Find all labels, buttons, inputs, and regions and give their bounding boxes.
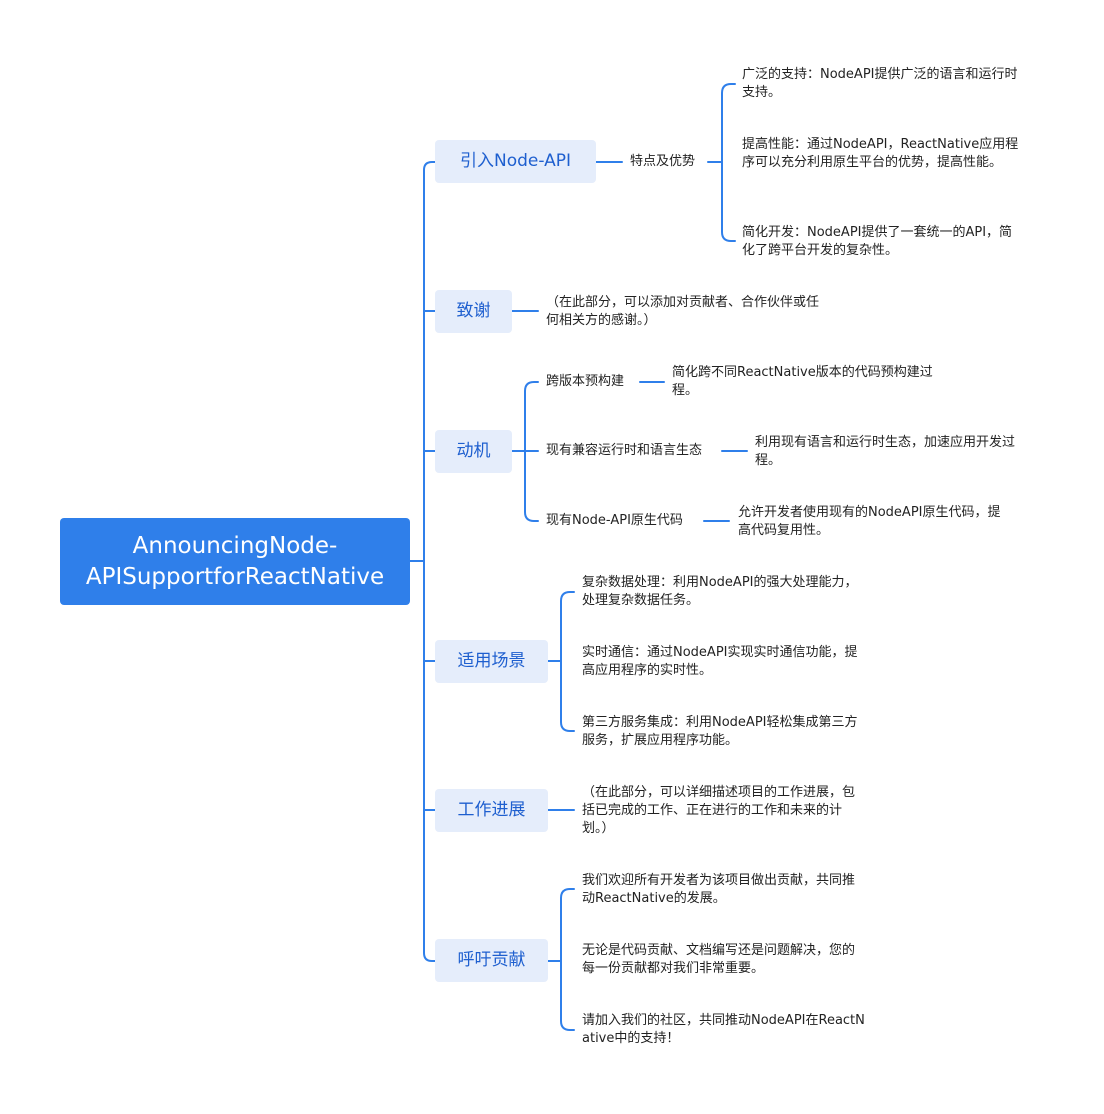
intro-leaf-1[interactable]: 广泛的支持：NodeAPI提供广泛的语言和运行时支持。 (742, 67, 1018, 100)
scenarios-leaf-3[interactable]: 第三方服务集成：利用NodeAPI轻松集成第三方服务，扩展应用程序功能。 (582, 715, 858, 748)
branch-scenarios[interactable]: 适用场景 (435, 640, 548, 683)
contribute-leaf-2[interactable]: 无论是代码贡献、文档编写还是问题解决，您的每一份贡献都对我们非常重要。 (582, 943, 856, 976)
intro-leaf-3[interactable]: 简化开发：NodeAPI提供了一套统一的API，简化了跨平台开发的复杂性。 (742, 225, 1013, 258)
intro-sub-label[interactable]: 特点及优势 (630, 154, 696, 169)
motivation-leaf-2[interactable]: 利用现有语言和运行时生态，加速应用开发过程。 (755, 435, 1016, 468)
root-trunk (423, 161, 436, 962)
scenarios-leaf-2[interactable]: 实时通信：通过NodeAPI实现实时通信功能，提高应用程序的实时性。 (582, 645, 858, 678)
branch-progress[interactable]: 工作进展 (435, 789, 548, 832)
root-node[interactable]: AnnouncingNode-APISupportforReactNative (60, 518, 410, 605)
bracket-contribute (560, 888, 575, 1031)
motivation-item-1[interactable]: 跨版本预构建 (546, 374, 625, 389)
contribute-leaf-3[interactable]: 请加入我们的社区，共同推动NodeAPI在ReactNative中的支持！ (582, 1013, 865, 1046)
motivation-item-2[interactable]: 现有兼容运行时和语言生态 (546, 443, 703, 458)
scenarios-leaf-1[interactable]: 复杂数据处理：利用NodeAPI的强大处理能力，处理复杂数据任务。 (582, 575, 858, 608)
bracket-scenarios (560, 591, 575, 732)
branch-intro[interactable]: 引入Node-API (435, 140, 596, 183)
intro-leaf-2[interactable]: 提高性能：通过NodeAPI，ReactNative应用程序可以充分利用原生平台… (742, 137, 1019, 170)
bracket-intro (721, 83, 736, 242)
progress-leaf[interactable]: （在此部分，可以详细描述项目的工作进展，包括已完成的工作、正在进行的工作和未来的… (582, 785, 856, 836)
contribute-leaf-1[interactable]: 我们欢迎所有开发者为该项目做出贡献，共同推动ReactNative的发展。 (582, 873, 856, 906)
motivation-item-3[interactable]: 现有Node-API原生代码 (546, 513, 683, 528)
motivation-leaf-3[interactable]: 允许开发者使用现有的NodeAPI原生代码，提高代码复用性。 (738, 505, 1001, 538)
branch-contribute[interactable]: 呼吁贡献 (435, 939, 548, 982)
thanks-leaf[interactable]: （在此部分，可以添加对贡献者、合作伙伴或任何相关方的感谢。） (546, 295, 820, 328)
branch-thanks[interactable]: 致谢 (435, 290, 512, 333)
motivation-leaf-1[interactable]: 简化跨不同ReactNative版本的代码预构建过程。 (672, 365, 933, 398)
branch-motivation[interactable]: 动机 (435, 430, 512, 473)
